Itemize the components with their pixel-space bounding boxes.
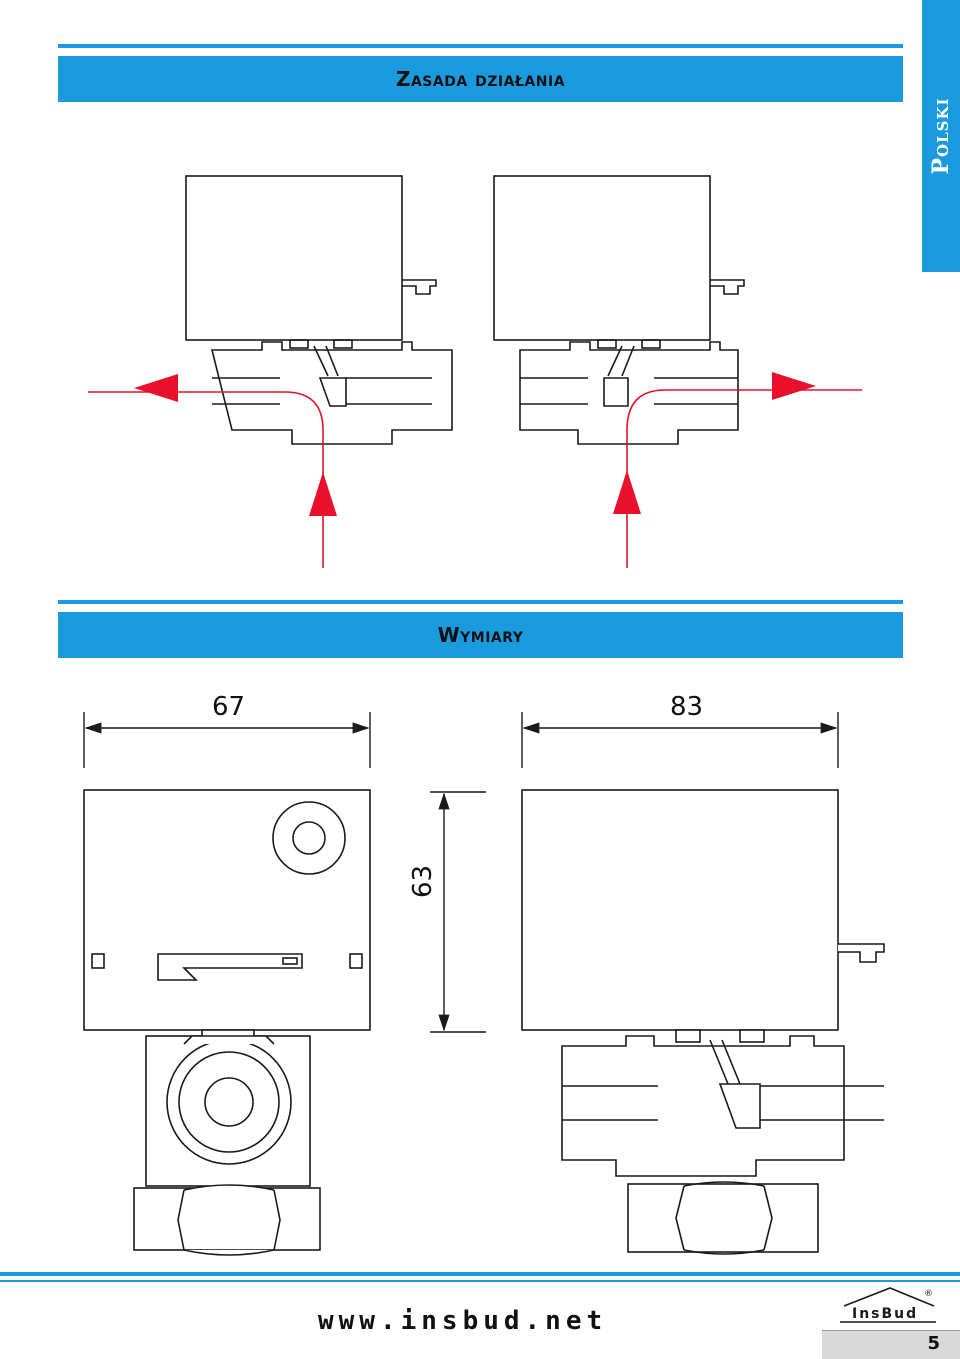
valve-diagram-right [493, 175, 745, 445]
house-logo-icon: InsBud ® [840, 1287, 936, 1323]
page-number-box: 5 [822, 1330, 960, 1359]
dimension-line-height [430, 791, 486, 1033]
section2-title: Wymiary [58, 612, 903, 658]
valve-diagram-left [185, 175, 453, 445]
insbud-logo: InsBud ® [838, 1286, 938, 1326]
valve-side-view [521, 789, 885, 1255]
website-url[interactable]: www.insbud.net [318, 1306, 608, 1336]
dimension-label-width-side: 83 [670, 692, 704, 722]
valve-front-view [83, 789, 371, 1256]
flow-arrow-right [613, 372, 862, 568]
footer-line-bottom [0, 1280, 960, 1282]
registered-mark: ® [924, 1289, 933, 1299]
language-tab: Polski [922, 0, 960, 272]
section1-banner-line [58, 44, 903, 48]
dimension-label-width-front: 67 [212, 692, 246, 722]
footer-line-top [0, 1272, 960, 1276]
dimension-line-width-side [521, 712, 839, 768]
flow-arrow-left [88, 374, 337, 568]
page-number: 5 [927, 1333, 940, 1354]
section1-title: Zasada działania [58, 56, 903, 102]
section2-banner-line [58, 600, 903, 604]
dimension-label-height: 63 [408, 864, 438, 898]
dimension-line-width-front [83, 712, 371, 768]
logo-text: InsBud [852, 1306, 918, 1322]
